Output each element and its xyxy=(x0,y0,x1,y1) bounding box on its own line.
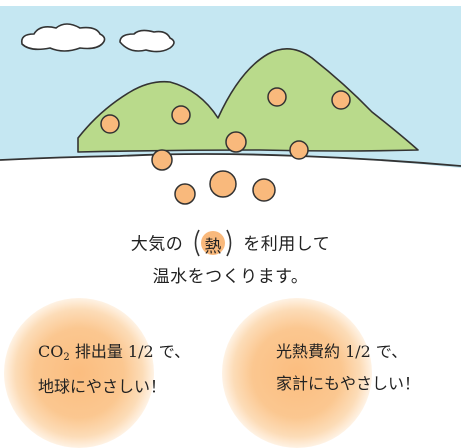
cost-benefit-line-1: 光熱費約 1/2 で、 xyxy=(276,342,408,361)
heat-circle-icon xyxy=(151,149,173,171)
heat-circle-icon xyxy=(174,183,196,205)
heat-circle-icon xyxy=(225,131,247,153)
heat-circles xyxy=(100,87,351,205)
cost-benefit-text: 光熱費約 1/2 で、 家計にもやさしい！ xyxy=(276,336,420,400)
co2-benefit-blob xyxy=(4,298,154,448)
caption-line-2: 温水をつくります。 xyxy=(152,267,309,287)
heat-circle-icon xyxy=(171,105,191,125)
heat-circle-icon xyxy=(267,87,287,107)
heat-circle-icon xyxy=(289,140,309,160)
cost-benefit-blob xyxy=(222,298,372,448)
cloud-icon xyxy=(119,29,175,53)
co2-benefit-line-2: 地球にやさしい！ xyxy=(38,377,167,396)
ground-line xyxy=(0,153,461,167)
heat-circle-icon xyxy=(252,178,276,202)
heat-circle-icon xyxy=(100,114,120,134)
mountain xyxy=(77,48,419,153)
co2-benefit-line-1: CO2 排出量 1/2 で、 xyxy=(38,342,191,363)
heat-circle-icon xyxy=(331,90,351,110)
heat-word: 熱 xyxy=(204,237,222,257)
co2-benefit-text: CO2 排出量 1/2 で、 地球にやさしい！ xyxy=(38,336,190,403)
cloud-icon xyxy=(20,23,106,52)
cost-benefit-line-2: 家計にもやさしい！ xyxy=(276,374,421,393)
caption-prefix: 大気の xyxy=(130,234,184,255)
caption-suffix: を利用して xyxy=(243,234,331,255)
heat-badge: 熱 xyxy=(189,226,237,260)
heat-badge-shape xyxy=(194,229,232,257)
heat-circle-icon xyxy=(209,170,237,198)
caption-line-1: 大気の 熱 を利用して xyxy=(0,228,461,262)
heat-pump-illustration xyxy=(0,6,461,205)
